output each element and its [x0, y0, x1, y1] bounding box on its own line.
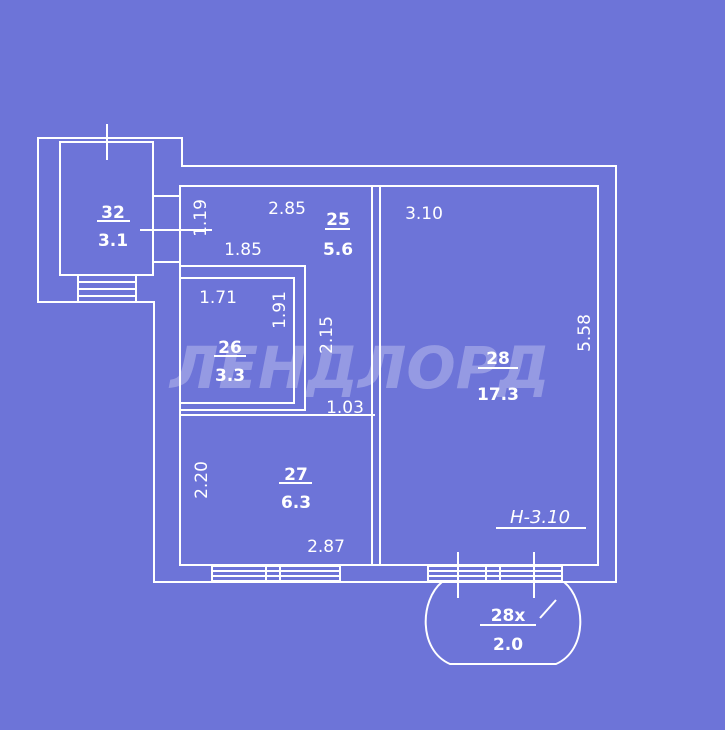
dimension-2-20: 2.20 [192, 461, 212, 499]
bathroom-wall-outer [180, 265, 306, 411]
balcony-wall [424, 581, 582, 665]
dimension-1-03: 1.03 [326, 398, 364, 418]
room-25-area: 5.6 [323, 240, 353, 260]
room-26-number: 26 [218, 338, 242, 358]
room-26-area: 3.3 [215, 366, 245, 386]
room-27-area: 6.3 [281, 493, 311, 513]
ceiling-height-label: Н-3.10 [510, 507, 570, 528]
kitchen-window [211, 565, 341, 582]
room-27-number: 27 [284, 465, 308, 485]
living-room-window [427, 565, 563, 582]
room-28-number: 28 [486, 349, 510, 369]
dimension-2-85: 2.85 [268, 199, 306, 219]
dimension-2-15: 2.15 [317, 316, 337, 354]
storage-room-wall [59, 141, 154, 276]
dimension-1-19: 1.19 [191, 199, 211, 237]
dimension-5-58: 5.58 [575, 314, 595, 352]
dimension-2-87: 2.87 [307, 537, 345, 557]
room-28-area: 17.3 [477, 385, 519, 405]
room-32-number: 32 [101, 203, 125, 223]
room-32-area: 3.1 [98, 231, 128, 251]
dimension-1-85: 1.85 [224, 240, 262, 260]
dimension-1-91: 1.91 [270, 291, 290, 329]
room-25-number: 25 [326, 210, 350, 230]
dimension-1-71: 1.71 [199, 288, 237, 308]
balcony-number: 28х [491, 606, 526, 626]
inner-wall [179, 185, 599, 566]
wall-lines [37, 124, 617, 665]
dimension-3-10: 3.10 [405, 204, 443, 224]
bathroom-wall-inner [180, 277, 295, 404]
balcony-area: 2.0 [493, 635, 523, 655]
outer-wall [37, 137, 617, 583]
